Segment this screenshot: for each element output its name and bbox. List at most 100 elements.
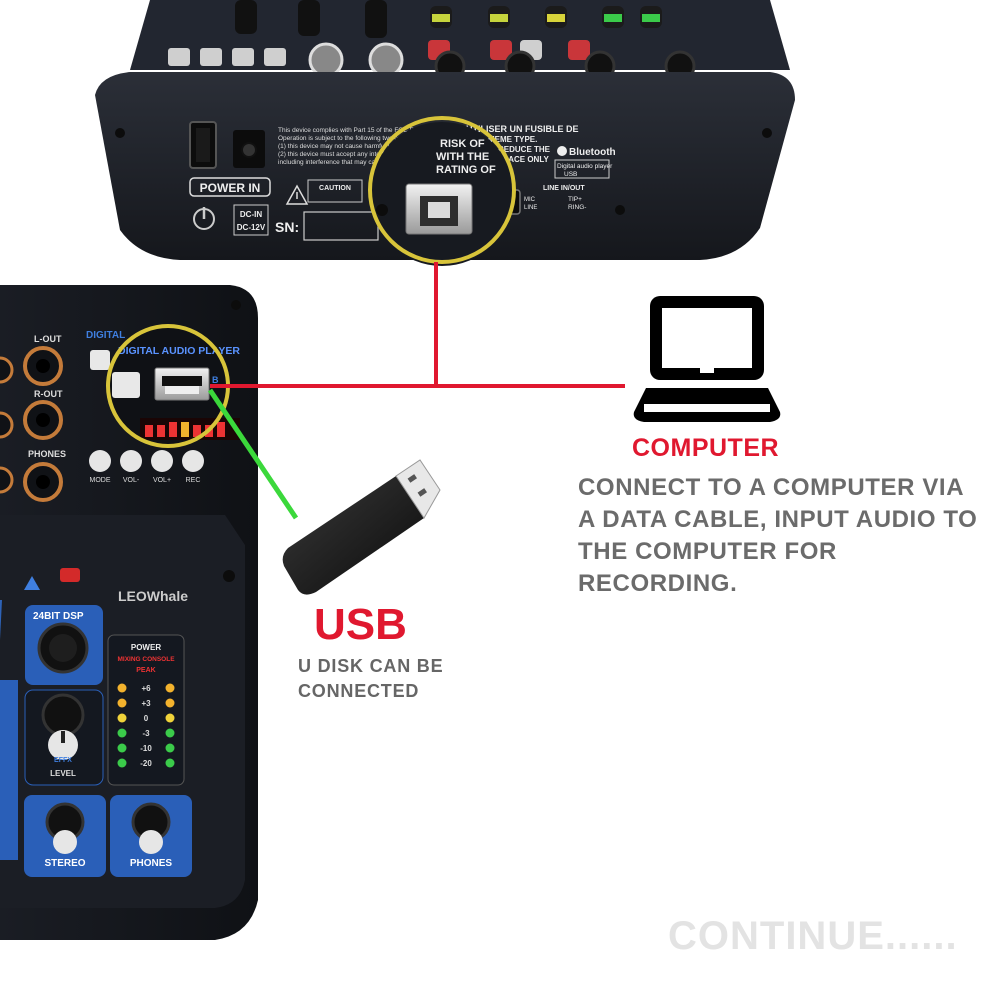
mic-label: MIC (524, 197, 536, 203)
fcc-notice: This device complies with Part 15 of the… (278, 127, 428, 166)
usb-b-highlight-ring (368, 116, 516, 264)
meter-level-label: -10 (140, 744, 152, 753)
player-controls: MODE VOL- VOL+ REC (89, 450, 204, 484)
digital-audio-player-label: DIGITAL AUDIO PLAYER (118, 345, 240, 357)
tip-label: TIP+ (568, 196, 582, 203)
fx-knob[interactable] (41, 693, 85, 737)
fx-label: EFFX (54, 757, 72, 764)
fcc-line: (2) this device must accept any interfer… (278, 151, 404, 158)
fcc-line: This device complies with Part 15 of the… (278, 127, 428, 134)
meter-level-label: +6 (141, 684, 151, 693)
sn-label: SN: (275, 219, 299, 235)
usb-b-port-icon[interactable] (405, 183, 473, 235)
peak-label: PEAK (136, 667, 155, 674)
mode-label: MODE (90, 477, 111, 484)
usb-a-port-icon[interactable] (154, 367, 210, 401)
notice-line: PLACE ONLY (498, 155, 549, 164)
meter-led-left (117, 728, 127, 738)
digital-audio-player-small: Digital audio player (557, 163, 613, 170)
vol-up-label: VOL+ (153, 477, 171, 484)
bluetooth-icon (557, 146, 567, 156)
meter-level-label: -3 (142, 729, 150, 738)
r-out-label: R-OUT (34, 389, 63, 399)
fcc-line: (1) this device may not cause harmful in… (278, 143, 424, 150)
mixer-top-deck (130, 0, 790, 70)
mixer-rear-panel: POWER IN DC-IN DC-12V This device compli… (95, 0, 795, 266)
l-out-label: L-OUT (34, 334, 62, 344)
continue-label: CONTINUE...... (668, 914, 958, 958)
stereo-knob[interactable] (53, 830, 77, 854)
screw (115, 128, 125, 138)
computer-title: COMPUTER (632, 434, 780, 462)
warning-line: WITH THE (436, 151, 489, 163)
meter-led-left (117, 698, 127, 708)
meter-led-right (165, 683, 175, 693)
usb-flash-drive-icon (282, 459, 441, 595)
led-display (140, 418, 240, 440)
warning-triangle-icon (24, 576, 40, 590)
level-knob[interactable] (48, 730, 78, 760)
rec-label: REC (186, 477, 201, 484)
meter-led-right (165, 743, 175, 753)
warning-line: RATING OF (436, 164, 496, 176)
mixer-front-panel: L-OUT R-OUT PHONES DIGITAL DIGITAL AUDIO… (0, 285, 258, 940)
screw (223, 570, 235, 582)
notice-line: REDUCE THE (498, 145, 551, 154)
level-label: LEVEL (50, 769, 76, 778)
warning-line: RISK OF (440, 138, 485, 150)
dsp-label: 24BIT DSP (33, 611, 84, 622)
mixing-console-label: MIXING CONSOLE (117, 656, 175, 663)
mode-button[interactable] (89, 450, 111, 472)
laptop-icon (633, 296, 781, 422)
computer-description: CONNECT TO A COMPUTER VIA A DATA CABLE, … (578, 474, 978, 597)
usb-description: U DISK CAN BE CONNECTED (298, 656, 444, 701)
phones-knob[interactable] (139, 830, 163, 854)
line-in-out-label: LINE IN/OUT (543, 185, 585, 192)
dc-in-label: DC-IN (240, 210, 262, 219)
notice-line: MEME TYPE. (488, 135, 537, 144)
warning-triangle-icon (285, 184, 309, 205)
brand-logo: LEOWhale (118, 588, 188, 604)
phones-label: PHONES (28, 449, 66, 459)
meter-led-left (117, 713, 127, 723)
power-in-label: POWER IN (200, 181, 261, 195)
vol-down-label: VOL- (123, 477, 140, 484)
screw (615, 205, 625, 215)
meter-level-label: -20 (140, 759, 152, 768)
line-label: LINE (524, 205, 537, 211)
meter-led-right (165, 698, 175, 708)
connection-cables (207, 262, 625, 520)
digital-small-label: DIGITAL (86, 330, 125, 341)
dc-voltage-label: DC-12V (237, 223, 266, 232)
phones-knob-label: PHONES (130, 858, 173, 869)
usb-title: USB (314, 600, 407, 649)
caution-label: CAUTION (319, 185, 351, 192)
meter-led-left (117, 758, 127, 768)
dsp-led (60, 568, 80, 582)
output-jacks: L-OUT R-OUT PHONES (0, 334, 66, 502)
power-in-label-box (189, 177, 271, 197)
power-icon (193, 207, 215, 230)
meter-level-label: +3 (141, 699, 151, 708)
bluetooth-label: Bluetooth (569, 147, 616, 158)
meter-leds: +6+30-3-10-20 (117, 683, 175, 768)
stereo-label: STEREO (44, 858, 85, 869)
ring-label: RING- (568, 204, 586, 211)
vol-down-button[interactable] (120, 450, 142, 472)
meter-led-left (117, 743, 127, 753)
power-switch-rocker (196, 128, 210, 162)
level-meter-panel (107, 634, 185, 786)
power-label: POWER (131, 643, 161, 652)
meter-led-right (165, 728, 175, 738)
fcc-line: including interference that may cause (278, 159, 386, 166)
vol-up-button[interactable] (151, 450, 173, 472)
notice-line: UTILISER UN FUSIBLE DE (466, 124, 579, 134)
bluetooth-mark: B (212, 375, 219, 385)
meter-led-right (165, 713, 175, 723)
meter-led-right (165, 758, 175, 768)
player-mode-badge (112, 372, 140, 398)
meter-led-left (117, 683, 127, 693)
rec-button[interactable] (182, 450, 204, 472)
